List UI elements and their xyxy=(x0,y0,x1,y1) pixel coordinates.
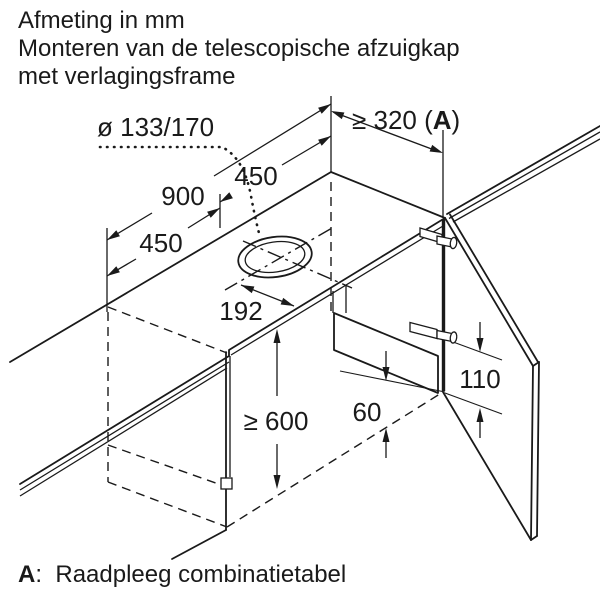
title-line2: Monteren van de telescopische afzuigkap xyxy=(18,35,460,62)
frame-bottom-left-edge xyxy=(171,529,227,560)
arrowhead xyxy=(476,338,484,352)
footnote: A: Raadpleeg combinatietabel xyxy=(18,561,346,588)
lower-hinge-bracket xyxy=(409,321,438,340)
visor-front-lower-edge xyxy=(19,367,228,497)
duct-diameter-leader xyxy=(98,145,262,239)
arrowhead xyxy=(382,428,390,442)
door-top-edge xyxy=(444,217,534,367)
ref-line-cabinet-bottom xyxy=(444,392,503,415)
top-board-right-depth-edge xyxy=(330,171,446,219)
dim-width-total: 900 xyxy=(106,103,332,241)
door-top-outer-edge xyxy=(449,213,539,363)
arrowhead xyxy=(107,266,120,276)
duct-hole-inner-rim xyxy=(244,240,306,274)
top-board-front-edge xyxy=(19,217,446,485)
hole-centerline-depth xyxy=(242,240,353,289)
dimension-extension-lines xyxy=(106,96,444,312)
dim-hinge-offset: 110 xyxy=(459,322,501,438)
dim-192-label: 192 xyxy=(219,296,262,326)
ref-line-frame-bottom xyxy=(339,370,446,393)
arrowhead xyxy=(318,136,331,146)
door-top-thickness xyxy=(532,361,540,367)
dim-450-right-label: 450 xyxy=(234,161,277,191)
title-line3: met verlagingsframe xyxy=(18,63,235,90)
dim-frame-overlap: 60 xyxy=(353,351,390,458)
arrowhead xyxy=(331,111,345,120)
cabinet-row-right-section xyxy=(446,125,600,223)
arrowhead xyxy=(107,230,120,240)
dim-duct-diameter-label: ø 133/170 xyxy=(97,112,214,142)
lower-hinge-pin-cap xyxy=(449,331,458,344)
upper-hinge-pin-cap xyxy=(449,236,458,250)
dim-110-label: 110 xyxy=(459,364,500,394)
duct-hole xyxy=(98,145,353,291)
dim-line-320 xyxy=(332,111,438,152)
dim-hole-offset: 192 xyxy=(219,284,295,326)
arrowhead xyxy=(273,329,281,343)
hidden-mid-depth-edge xyxy=(107,444,228,488)
arrowhead xyxy=(241,285,255,294)
duct-hole-outer-rim xyxy=(237,235,313,279)
dim-min-depth: ≥ 320 (A) xyxy=(331,105,460,153)
right-section-lower-edge xyxy=(452,138,600,223)
arrowhead xyxy=(382,367,390,381)
door-bottom-edge xyxy=(442,391,532,541)
hidden-bottom-depth-edge xyxy=(107,481,228,528)
left-post-step xyxy=(220,477,233,490)
arrowhead xyxy=(273,475,281,489)
hood-cabinet-left-post xyxy=(171,351,233,560)
arrowhead xyxy=(429,144,443,153)
hole-centerline-width xyxy=(224,227,333,291)
cabinet-top-board xyxy=(9,171,446,497)
dim-60-label: 60 xyxy=(353,397,382,427)
right-section-top-edge xyxy=(446,125,600,215)
hinge-hardware xyxy=(409,227,458,344)
door-outer-face-edge xyxy=(536,361,540,537)
arrowhead xyxy=(318,104,331,114)
dim-450-left-label: 450 xyxy=(139,228,182,258)
arrowhead xyxy=(280,297,294,306)
dim-min-height-below: ≥ 600 xyxy=(244,329,309,489)
arrowhead xyxy=(220,192,233,202)
top-board-back-edge xyxy=(9,171,332,363)
visor-front-edge xyxy=(19,361,230,491)
hidden-frame-edges xyxy=(107,182,444,528)
dim-width-right-half: 450 xyxy=(219,135,332,203)
right-section-mid-edge xyxy=(448,131,600,220)
arrowhead xyxy=(476,408,484,422)
open-door xyxy=(441,213,540,541)
title-units: Afmeting in mm xyxy=(18,7,185,34)
dim-width-left-half: 450 xyxy=(106,207,221,277)
door-outer-edge xyxy=(530,365,534,541)
arrowhead xyxy=(207,208,220,218)
hidden-top-depth-edge xyxy=(107,306,228,354)
dim-320-label: ≥ 320 (A) xyxy=(352,105,460,135)
dim-600-label: ≥ 600 xyxy=(244,406,309,436)
dim-900-label: 900 xyxy=(161,181,204,211)
top-board-front-face-lower-edge xyxy=(230,225,444,356)
hidden-frame-bottom-front-edge xyxy=(226,391,444,528)
door-bottom-thickness xyxy=(530,535,538,541)
